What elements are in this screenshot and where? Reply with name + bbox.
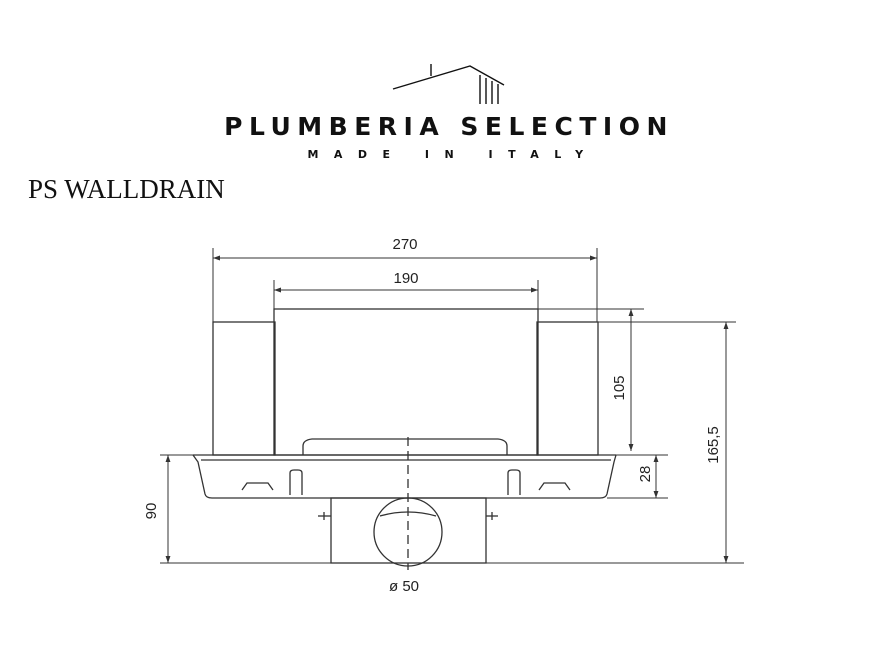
dimension-label-total-height: 165,5 bbox=[705, 426, 722, 464]
dimension-label-tray-height: 28 bbox=[637, 466, 654, 483]
product-title: PS WALLDRAIN bbox=[28, 174, 225, 204]
dimension-label-inner-width: 190 bbox=[393, 270, 418, 287]
brand-logo-roof-icon bbox=[392, 64, 505, 104]
dimension-label-upper-height: 105 bbox=[611, 375, 628, 400]
brand-name: PLUMBERIA SELECTION bbox=[224, 112, 674, 141]
drain-body bbox=[192, 308, 617, 567]
dimension-label-lower-height: 90 bbox=[143, 503, 160, 520]
dimension-label-outlet-diameter: ø 50 bbox=[389, 578, 419, 595]
dimension-label-overall-width: 270 bbox=[392, 236, 417, 253]
brand-tagline: MADE IN ITALY bbox=[307, 148, 599, 161]
